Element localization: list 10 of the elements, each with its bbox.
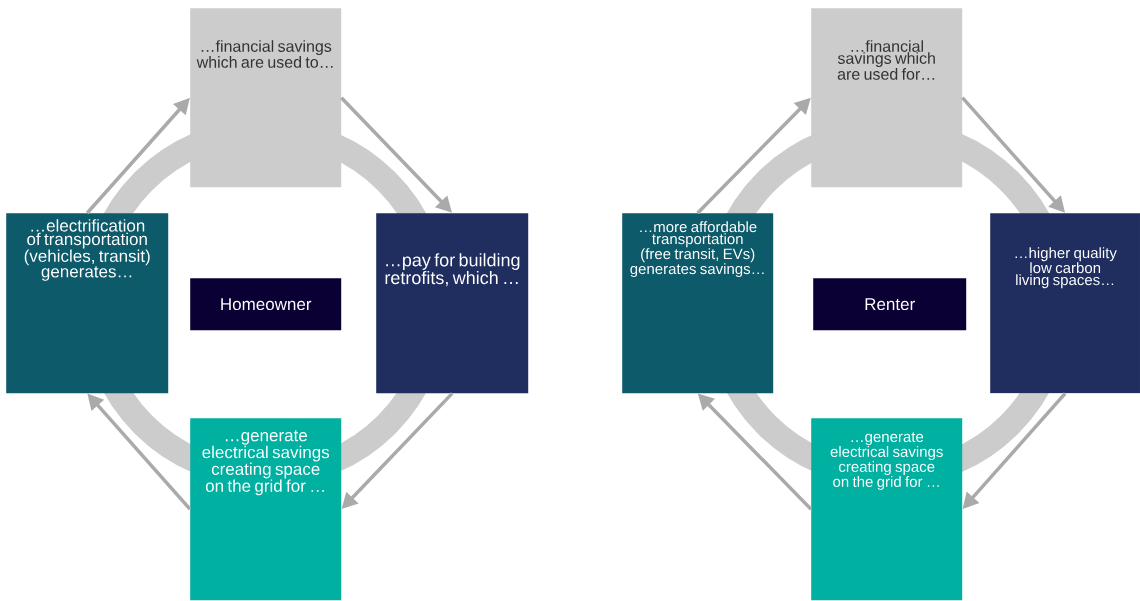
process-box: …higher quality low carbon living spaces… xyxy=(990,213,1140,394)
process-box: …generate electrical savings creating space on the grid for … xyxy=(811,418,963,601)
process-box: …generate electrical savings creating space on the grid for … xyxy=(190,418,342,601)
process-box: …financial savings which are used for… xyxy=(811,8,963,188)
process-box: …financial savings which are used to… xyxy=(190,8,342,188)
process-box: …electrification of transportation (vehicles, transit) generates… xyxy=(6,213,169,394)
process-box: …more affordable transportation (free transit, EVs) generates savings… xyxy=(622,213,774,394)
title-box: Homeowner xyxy=(190,278,342,331)
title-box: Renter xyxy=(813,278,967,331)
process-box: …pay for building retrofits, which … xyxy=(376,213,529,394)
